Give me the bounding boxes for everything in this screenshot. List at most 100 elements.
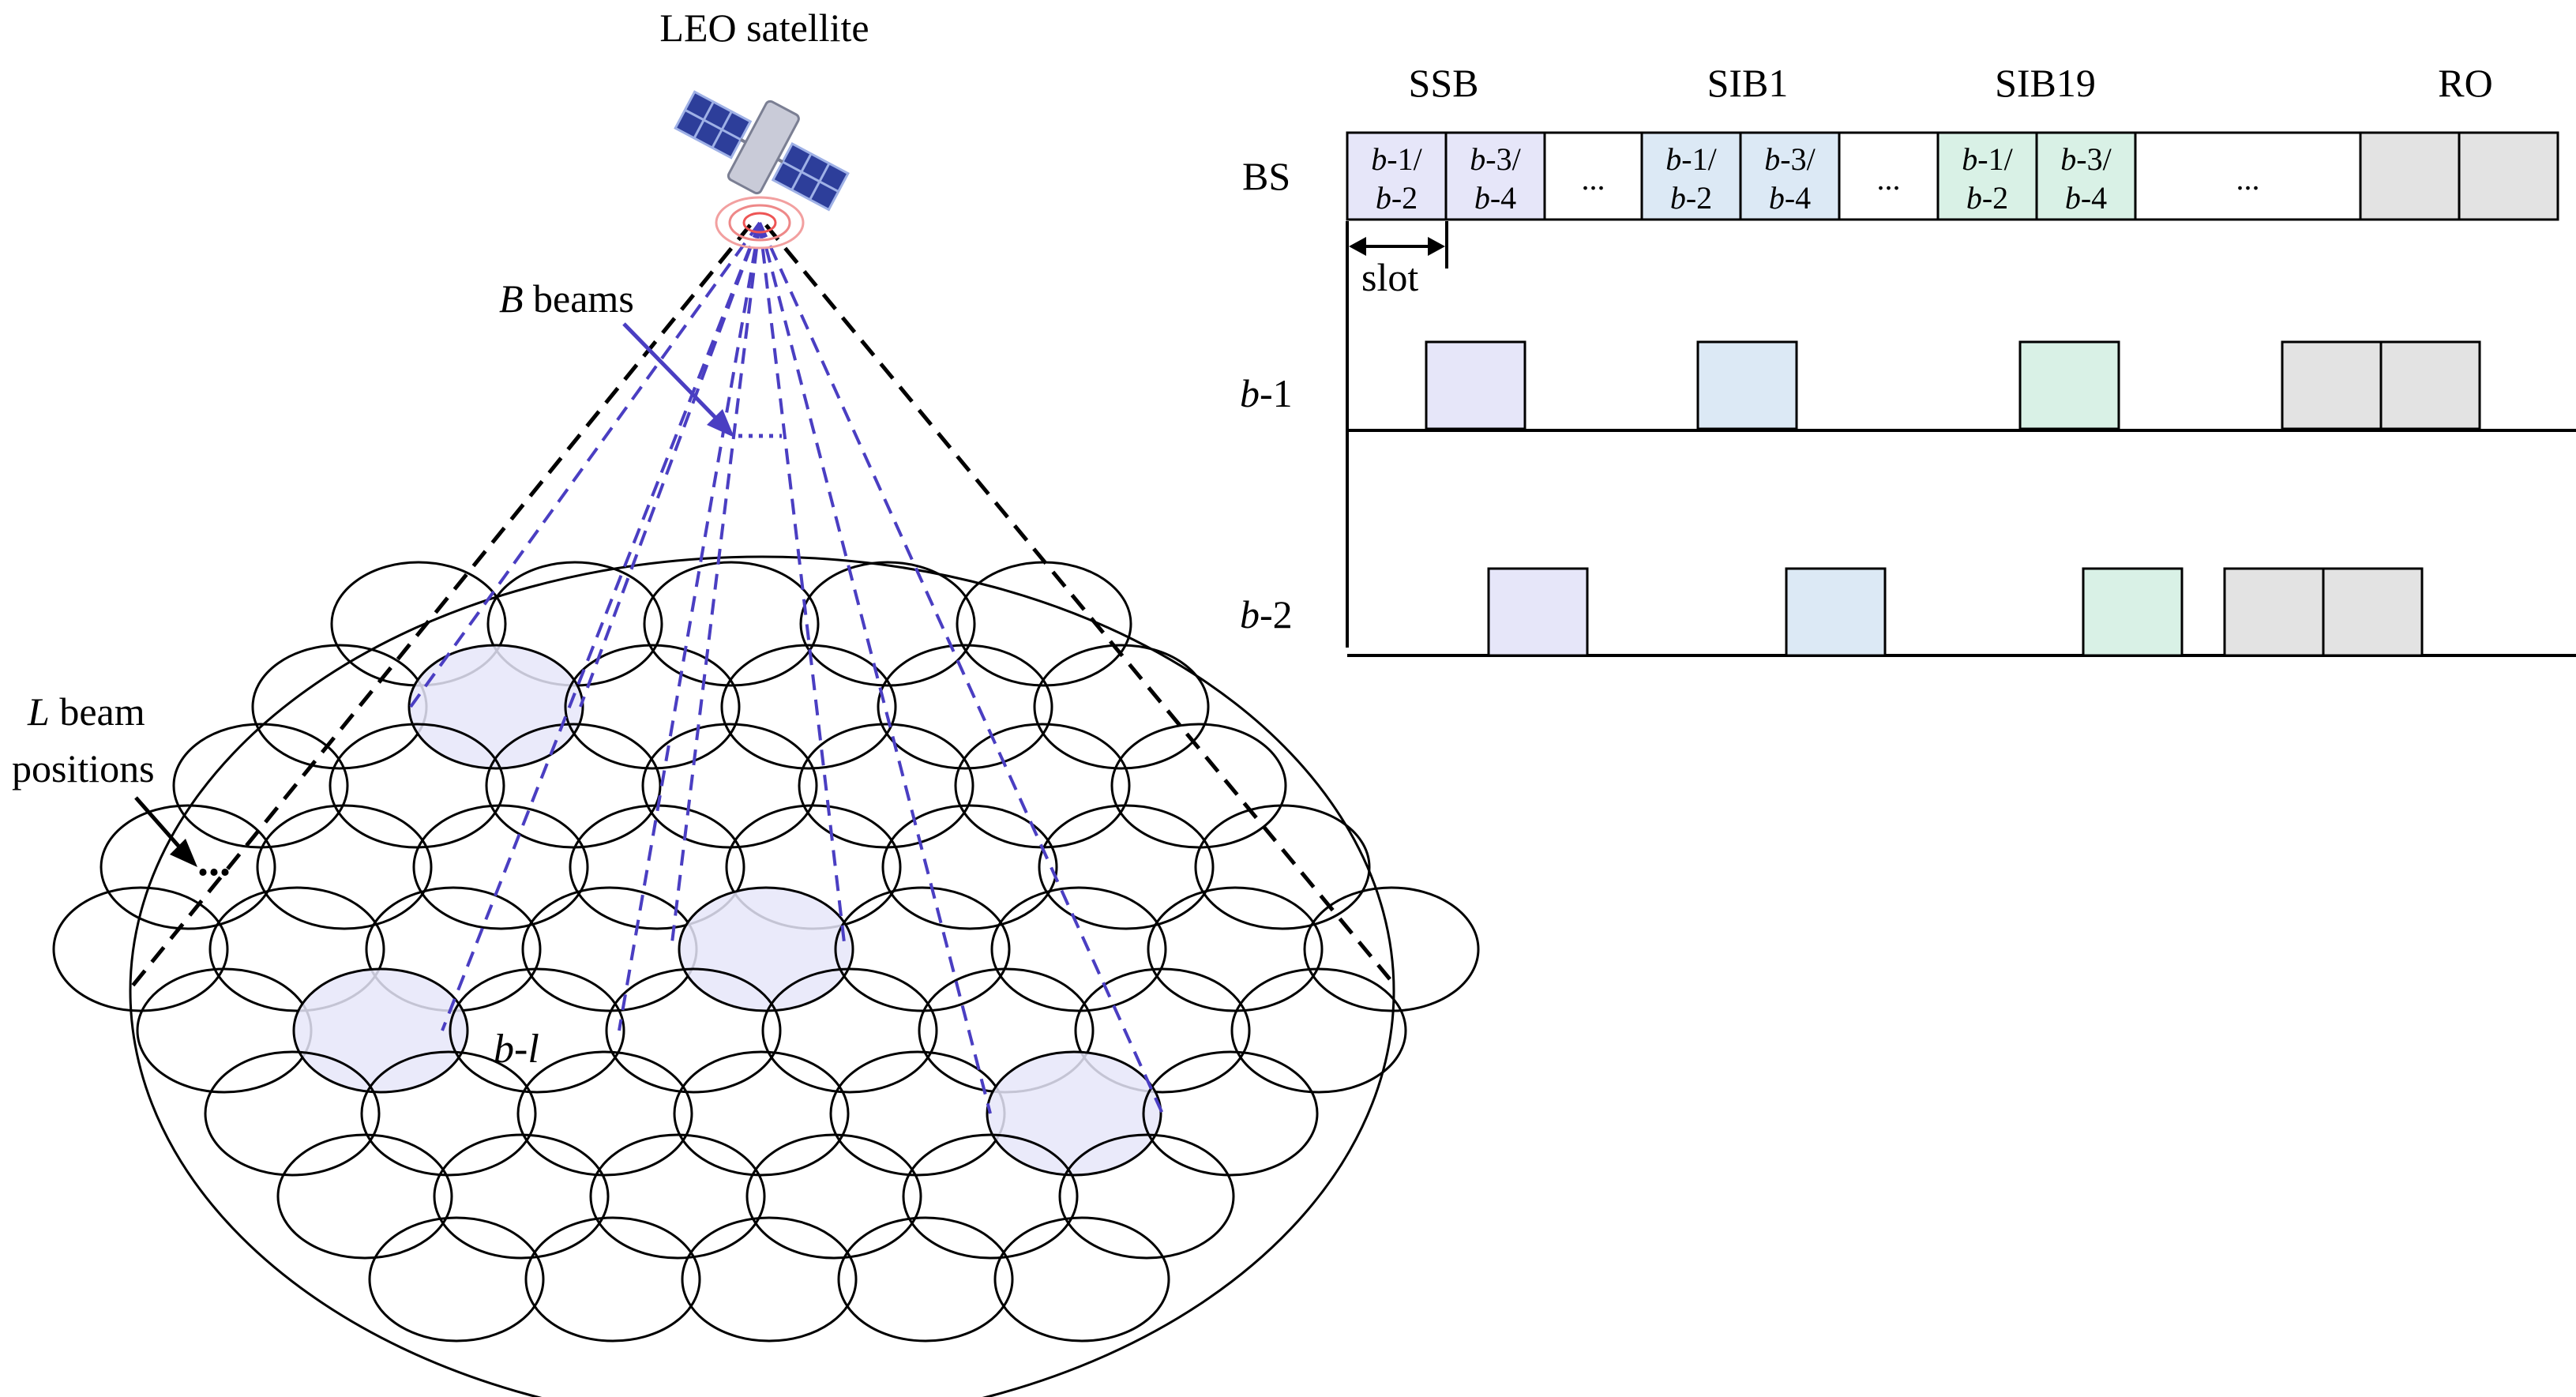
satellite-label: LEO satellite (659, 6, 869, 50)
coverage-area (52, 555, 1480, 1397)
bs-cell-top-label: b-1/ (1371, 141, 1422, 177)
signal-ring-mid (728, 204, 791, 242)
beam-cell (1230, 967, 1407, 1094)
row-label-b1: b-1 (1240, 371, 1293, 415)
bs-cell-7 (1936, 131, 2038, 221)
signal-ring-outer (715, 196, 805, 250)
slot-marker: slot (1346, 221, 1448, 648)
coverage-cone (125, 223, 1391, 995)
beam-cell (208, 886, 385, 1012)
bs-cell-dots: ... (2236, 161, 2260, 197)
beam-cell (172, 723, 349, 849)
beam-cell (368, 1216, 545, 1343)
beam-cell-active (678, 886, 854, 1012)
beam-cell (956, 561, 1132, 687)
beam-cell (1110, 723, 1287, 849)
beam-line-2-right (758, 222, 847, 950)
beam-cell (954, 723, 1131, 849)
beam-cell (993, 1216, 1170, 1343)
bs-cell-bottom-label: b-2 (1670, 180, 1712, 216)
beam-cell (360, 1050, 537, 1177)
beam-cell-active (407, 644, 584, 770)
beam-cell (276, 1133, 453, 1260)
b1-ro-slot-2 (2379, 340, 2481, 430)
header-sib19: SIB19 (1995, 61, 2096, 105)
bs-cell-dots: ... (1582, 161, 1605, 197)
bs-cell-5 (1739, 131, 1841, 221)
beam-cell (877, 644, 1053, 770)
positions-label-line2: positions (12, 746, 155, 791)
positions-dots: ... (197, 836, 231, 885)
bs-cell-bottom-label: b-4 (1769, 180, 1811, 216)
bs-cell-bottom-label: b-2 (1376, 180, 1418, 216)
beam-cell (1074, 967, 1251, 1094)
beam-cell (485, 723, 662, 849)
beam-cell (1303, 886, 1480, 1012)
bs-cell-bottom-label: b-4 (1474, 180, 1516, 216)
b2-ssb-slot (1487, 567, 1589, 657)
beam-cell (449, 967, 625, 1094)
bs-cell-10 (2359, 131, 2461, 221)
bs-cell-dots: ... (1877, 161, 1901, 197)
bs-cell-top-label: b-3/ (2060, 141, 2112, 177)
beam-cell (1033, 644, 1210, 770)
bs-cell-1 (1346, 131, 1448, 221)
beam-label: b-l (494, 1027, 539, 1072)
beam-cell (100, 804, 276, 930)
beam-cell (204, 1050, 381, 1177)
beam-cell (681, 1216, 858, 1343)
beam-cell (52, 886, 229, 1012)
b2-sib1-slot (1785, 567, 1887, 657)
cone-left-edge (125, 223, 752, 995)
beam-line-3-left (441, 222, 761, 1031)
signal-ring-inner (742, 212, 777, 234)
beam-cell (516, 1050, 693, 1177)
beam-cell (251, 644, 428, 770)
beam-cell (881, 804, 1058, 930)
beam-cell (1194, 804, 1371, 930)
beam-cell (643, 561, 820, 687)
beam-cell (1142, 1050, 1319, 1177)
beam-cell (990, 886, 1167, 1012)
positions-arrow (134, 796, 197, 867)
beam-line-2-left (670, 222, 761, 950)
beam-cell (521, 886, 698, 1012)
b1-sib19-slot (2018, 340, 2120, 430)
beams-label: B beams (499, 276, 634, 321)
beam-cell (745, 1133, 922, 1260)
bs-cell-bottom-label: b-2 (1966, 180, 2008, 216)
beam-cell (524, 1216, 701, 1343)
beam-line-4-right (758, 222, 1164, 1114)
beam-line-3-right (618, 222, 761, 1031)
beam-cell (720, 644, 897, 770)
beam-lines (409, 221, 1164, 1114)
bs-cell-2 (1444, 131, 1546, 221)
bs-cell-8 (2035, 131, 2137, 221)
beam-cell (798, 723, 974, 849)
beam-cell (605, 967, 782, 1094)
b2-ro-slot-1 (2223, 567, 2325, 657)
beam-cell (564, 644, 741, 770)
beam-cell (589, 1133, 766, 1260)
beams-arrow (622, 322, 734, 438)
beam-cell (329, 723, 505, 849)
bs-cell-4 (1640, 131, 1742, 221)
beam-cell (641, 723, 818, 849)
beam-cell (673, 1050, 850, 1177)
beam-cell (1038, 804, 1215, 930)
beam-cell (761, 967, 938, 1094)
b1-sib1-slot (1696, 340, 1798, 430)
beam-cell (256, 804, 433, 930)
bs-cell-6 (1838, 131, 1940, 221)
bs-cell-9 (2134, 131, 2362, 221)
beam-cell (837, 1216, 1014, 1343)
header-ssb: SSB (1409, 61, 1479, 105)
header-sib1: SIB1 (1707, 61, 1789, 105)
bs-cell-top-label: b-3/ (1470, 141, 1521, 177)
beam-cell (834, 886, 1011, 1012)
beam-cell (799, 561, 976, 687)
bs-cell-top-label: b-1/ (1962, 141, 2013, 177)
bs-cell-top-label: b-3/ (1764, 141, 1816, 177)
beam-position-cells (52, 561, 1480, 1343)
bs-cell-bottom-label: b-4 (2065, 180, 2107, 216)
